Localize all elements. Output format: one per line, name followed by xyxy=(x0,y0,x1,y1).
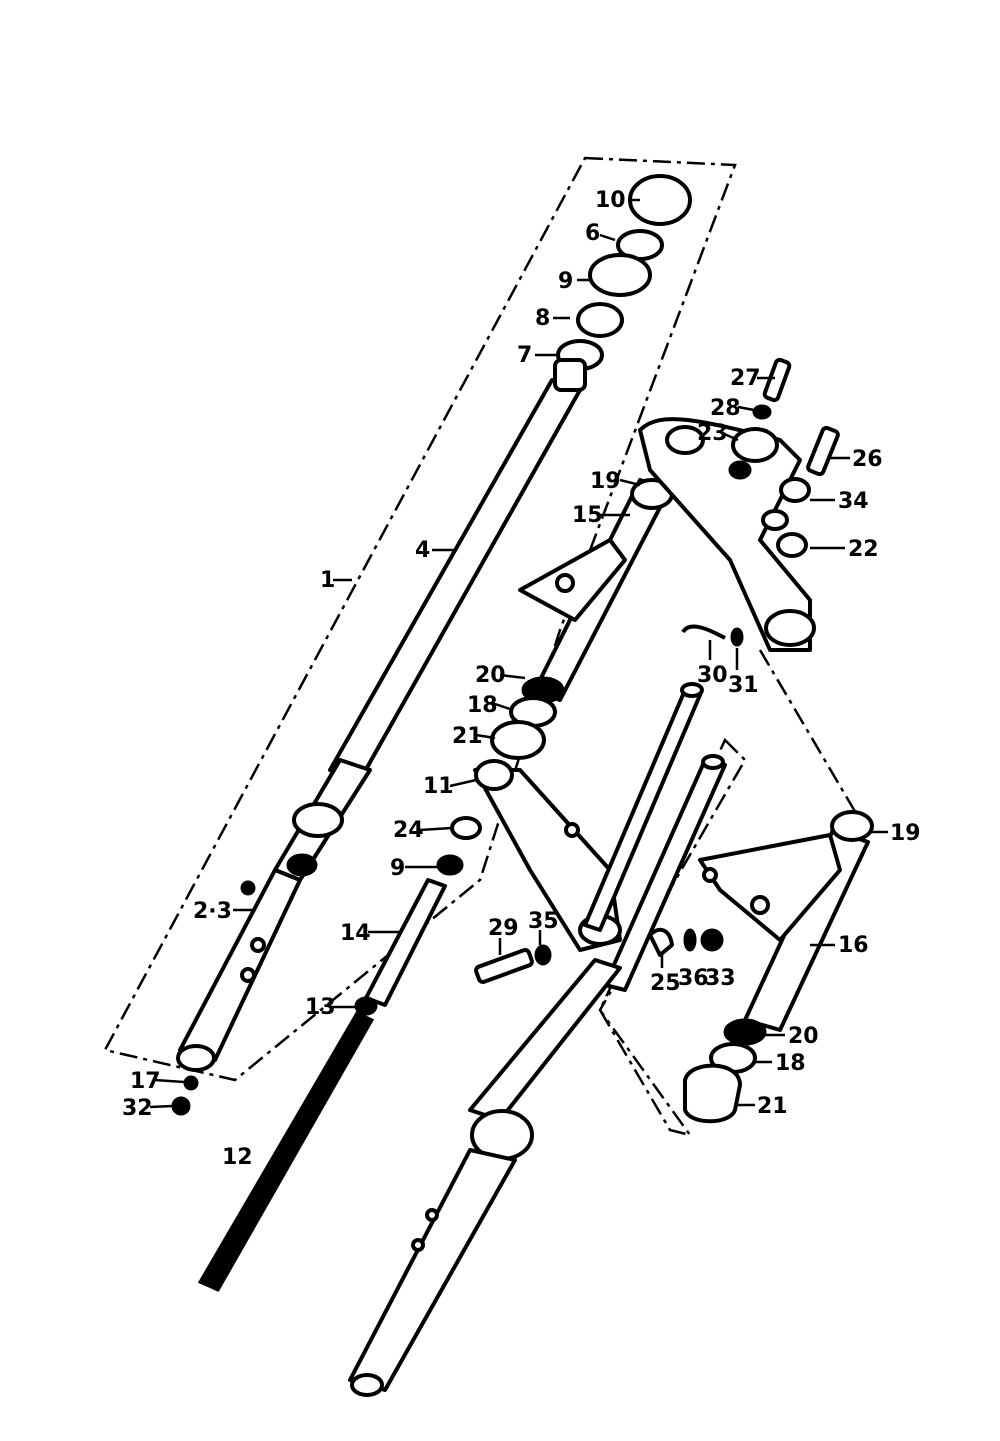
clamp-washer-28 xyxy=(752,404,772,420)
headlamp-stay-hole-right xyxy=(750,895,770,915)
callout-27: 27 xyxy=(730,366,761,391)
callout-13: 13 xyxy=(305,995,336,1020)
callout-33: 33 xyxy=(705,966,736,991)
damper-rod xyxy=(364,878,447,1007)
callout-30: 30 xyxy=(697,663,728,688)
callout-12: 12 xyxy=(222,1145,253,1170)
outer-tube-bottom xyxy=(176,1044,216,1072)
outer-tube-right-bottom xyxy=(350,1373,384,1397)
cover-top-ring-right xyxy=(830,810,874,842)
pinch-bolt-washer xyxy=(534,944,552,966)
callout-18-right: 18 xyxy=(775,1051,806,1076)
washer-36 xyxy=(683,928,697,952)
callout-26: 26 xyxy=(852,447,883,472)
headlamp-stay-hole-left xyxy=(555,573,575,593)
rubber-grommet-30 xyxy=(681,624,726,640)
lower-bracket xyxy=(473,768,622,952)
bolt-small xyxy=(171,1096,191,1116)
stem-bolt-26 xyxy=(806,425,840,477)
right-fork-group-outline xyxy=(598,737,747,1138)
drain-screw xyxy=(240,880,256,896)
cushion-upper-right xyxy=(723,1018,767,1046)
callout-19-right: 19 xyxy=(890,821,921,846)
outer-tube-band xyxy=(286,853,318,877)
gasket-small xyxy=(183,1075,199,1091)
piston-ring xyxy=(436,854,464,876)
callout-32: 32 xyxy=(122,1096,153,1121)
callout-18-left: 18 xyxy=(467,693,498,718)
callout-16: 16 xyxy=(838,933,869,958)
outer-tube-right-lower xyxy=(348,1148,517,1392)
washer-34 xyxy=(779,477,811,503)
outer-tube-boss-2 xyxy=(240,967,256,983)
callout-6: 6 xyxy=(585,221,600,246)
callout-21-left: 21 xyxy=(452,724,483,749)
callout-36: 36 xyxy=(678,966,709,991)
callout-29: 29 xyxy=(488,916,519,941)
callout-15: 15 xyxy=(572,503,603,528)
inner-tube-right-top xyxy=(701,754,725,770)
leader-bracket-to-tube xyxy=(758,649,862,821)
callout-9-top: 9 xyxy=(558,269,573,294)
outer-tube-right-boss-2 xyxy=(411,1238,425,1252)
callout-28: 28 xyxy=(710,396,741,421)
damper-rod-ring xyxy=(450,816,482,840)
fork-seal xyxy=(576,302,624,338)
outer-tube-right-upper xyxy=(468,958,622,1122)
nut-22 xyxy=(776,532,808,558)
left-fork-group-outline xyxy=(103,156,737,1082)
outer-tube-right-boss-1 xyxy=(425,1208,439,1222)
leader-lines xyxy=(149,198,888,1109)
handlebar-clamp xyxy=(731,427,779,463)
damper-rod-seat xyxy=(354,996,378,1016)
callout-10: 10 xyxy=(595,188,626,213)
reflector-clip-25 xyxy=(648,927,674,957)
outer-tube-collar xyxy=(292,802,344,838)
headlamp-stay-hole-right-2 xyxy=(702,867,718,883)
pinch-bolt xyxy=(474,948,534,984)
headlamp-stay-right xyxy=(698,833,842,942)
callout-8: 8 xyxy=(535,306,550,331)
washer-22a xyxy=(761,509,789,531)
callout-24: 24 xyxy=(393,818,424,843)
callout-4: 4 xyxy=(415,538,430,563)
steering-stem-head xyxy=(638,417,812,652)
callout-2-3: 2·3 xyxy=(193,899,232,924)
clamp-bolt-27 xyxy=(762,357,792,403)
callout-19-left: 19 xyxy=(590,469,621,494)
callout-7: 7 xyxy=(517,343,532,368)
inner-tube-right-cap xyxy=(680,682,704,698)
callout-25: 25 xyxy=(650,971,681,996)
callout-23: 23 xyxy=(697,421,728,446)
callout-20-left: 20 xyxy=(475,663,506,688)
dust-seal xyxy=(553,358,587,392)
callout-35: 35 xyxy=(528,909,559,934)
collar-31 xyxy=(730,627,744,647)
lower-seat-left xyxy=(490,720,546,760)
stem-head-right-eye xyxy=(764,609,816,647)
lower-seat-right xyxy=(683,1063,742,1124)
nut-33 xyxy=(700,928,724,952)
callout-14: 14 xyxy=(340,921,371,946)
callout-22: 22 xyxy=(848,537,879,562)
lower-bracket-hole xyxy=(564,822,580,838)
callout-11: 11 xyxy=(423,774,454,799)
callout-17: 17 xyxy=(130,1069,161,1094)
stem-head-left-eye xyxy=(665,425,705,455)
callout-31: 31 xyxy=(728,673,759,698)
callout-34: 34 xyxy=(838,489,869,514)
callout-20-right: 20 xyxy=(788,1024,819,1049)
callout-21-right: 21 xyxy=(757,1094,788,1119)
fork-spring xyxy=(197,1011,375,1292)
lower-bracket-left-eye xyxy=(474,759,514,791)
spacer-top xyxy=(588,253,652,297)
outer-tube-boss-1 xyxy=(250,937,266,953)
callout-1: 1 xyxy=(320,568,335,593)
callout-9: 9 xyxy=(390,856,405,881)
clamp-cap xyxy=(728,460,752,480)
